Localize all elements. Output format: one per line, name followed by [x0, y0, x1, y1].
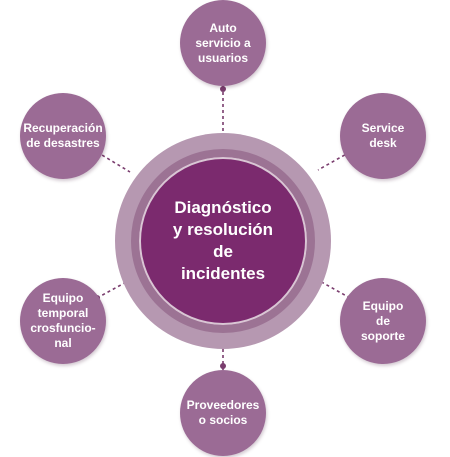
- node-label-line: Recuperación: [23, 121, 103, 135]
- node-label-line: soporte: [360, 328, 405, 343]
- node-label-line: Equipo: [42, 291, 84, 305]
- node-label-line: de desastres: [26, 136, 100, 150]
- node-label: Auto servicio a usuarios: [183, 21, 263, 66]
- node-label-line: nal: [54, 336, 72, 350]
- node-label-line: Proveedores: [186, 398, 260, 412]
- center-title-line: y resolución: [172, 220, 274, 239]
- center-title-line: de: [213, 242, 233, 261]
- node-label-line: Equipo: [362, 298, 404, 313]
- connector-lower-right: [317, 279, 351, 299]
- node-label-line: Auto: [209, 20, 237, 35]
- node-label-line: desk: [369, 136, 397, 150]
- node-label-line: usuarios: [197, 50, 248, 65]
- node-label-line: o socios: [198, 413, 248, 427]
- node-equipo-soporte: Equipo de soporte: [340, 278, 426, 364]
- node-auto-servicio: Auto servicio a usuarios: [180, 0, 266, 86]
- node-recuperacion: Recuperación de desastres: [20, 93, 106, 179]
- node-label: Service desk: [343, 121, 423, 151]
- node-label-line: servicio a: [195, 35, 251, 50]
- node-equipo-temporal: Equipo temporal crosfuncio- nal: [20, 278, 106, 364]
- node-label: Recuperación de desastres: [23, 121, 103, 151]
- node-service-desk: Service desk: [340, 93, 426, 179]
- node-label: Proveedores o socios: [183, 398, 263, 428]
- node-proveedores: Proveedores o socios: [180, 370, 266, 456]
- node-label-line: temporal: [37, 306, 89, 320]
- connector-dot-top: [220, 86, 226, 92]
- node-label: Equipo de soporte: [343, 299, 423, 344]
- connector-upper-left: [96, 151, 131, 173]
- node-label: Equipo temporal crosfuncio- nal: [23, 291, 103, 351]
- node-label-line: crosfuncio-: [30, 321, 96, 335]
- node-label-line: Service: [361, 121, 405, 135]
- center-title: Diagnóstico y resolución de incidentes: [163, 197, 283, 285]
- node-label-line: de: [375, 313, 390, 328]
- connector-dot-bottom: [220, 363, 226, 369]
- center-title-line: incidentes: [180, 264, 266, 283]
- center-circle: Diagnóstico y resolución de incidentes: [139, 157, 307, 325]
- center-title-line: Diagnóstico: [174, 198, 272, 217]
